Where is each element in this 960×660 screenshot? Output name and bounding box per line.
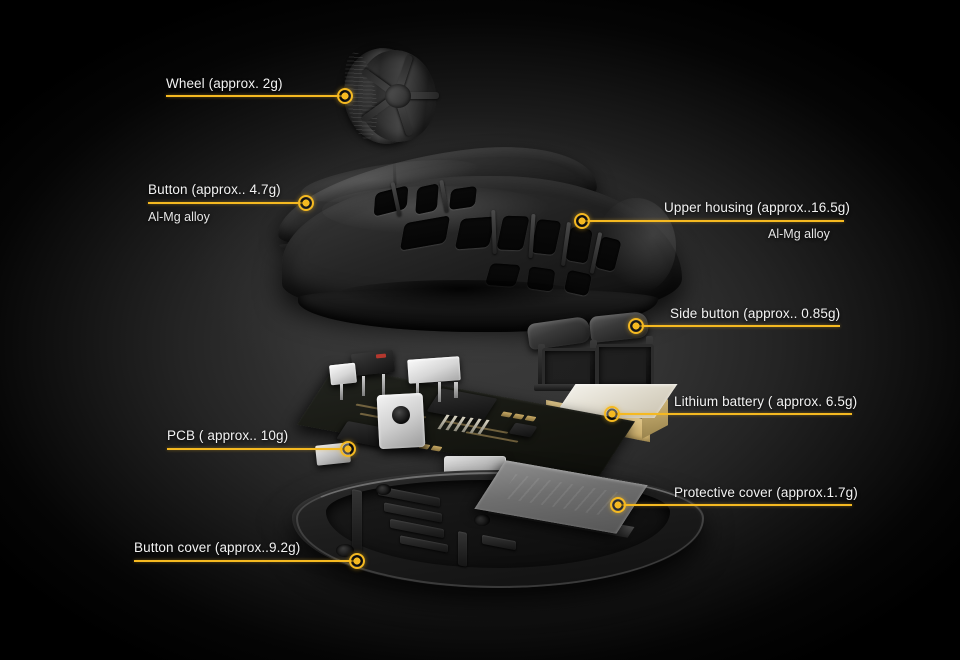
- sensor-lens: [392, 406, 410, 424]
- micro-switch-dark: [350, 349, 396, 377]
- switch-leg: [340, 384, 343, 400]
- callout-label: Wheel (approx. 2g): [166, 76, 283, 91]
- callout-leader-line: [166, 95, 344, 97]
- callout-leader-line: [618, 504, 852, 506]
- shell-rib: [458, 531, 467, 567]
- switch-leg: [416, 382, 419, 400]
- screw-boss: [376, 484, 391, 495]
- callout-label: Upper housing (approx..16.5g): [664, 200, 851, 215]
- part-bottom-shell: [292, 460, 712, 602]
- switch-leg: [362, 376, 365, 396]
- callout-marker-dot[interactable]: [349, 553, 365, 569]
- callout-leader-line: [167, 448, 347, 450]
- callout-marker-dot[interactable]: [610, 497, 626, 513]
- callout-sublabel: Al-Mg alloy: [148, 210, 210, 224]
- callout-sublabel: Al-Mg alloy: [768, 227, 830, 241]
- screw-boss: [336, 544, 354, 557]
- callout-marker-dot[interactable]: [340, 441, 356, 457]
- callout-marker-dot[interactable]: [604, 406, 620, 422]
- callout-leader-line: [582, 220, 844, 222]
- callout-marker-dot[interactable]: [628, 318, 644, 334]
- switch-leg: [382, 374, 385, 396]
- side-button-front: [526, 315, 592, 351]
- wheel-spoke: [395, 92, 439, 99]
- micro-switch-white: [407, 356, 461, 384]
- callout-label: Protective cover (approx.1.7g): [674, 485, 858, 500]
- callout-marker-dot[interactable]: [574, 213, 590, 229]
- callout-label: Button (approx.. 4.7g): [148, 182, 281, 197]
- side-button-post: [538, 344, 545, 390]
- screw-boss: [474, 514, 490, 526]
- wheel-hub: [385, 84, 411, 108]
- shell-rib: [352, 488, 362, 554]
- callout-leader-line: [148, 202, 305, 204]
- switch-leg: [438, 382, 441, 402]
- switch-leg: [454, 382, 458, 398]
- callout-label: PCB ( approx.. 10g): [167, 428, 289, 443]
- part-scroll-wheel: [336, 42, 450, 150]
- part-upper-housing: [282, 176, 690, 336]
- upper-housing-inner-shadow: [336, 280, 586, 310]
- micro-switch-white: [329, 362, 357, 386]
- callout-leader-line: [636, 325, 840, 327]
- callout-label: Lithium battery ( approx. 6.5g): [674, 394, 858, 409]
- callout-marker-dot[interactable]: [298, 195, 314, 211]
- callout-leader-line: [134, 560, 356, 562]
- callout-marker-dot[interactable]: [337, 88, 353, 104]
- callout-leader-line: [612, 413, 852, 415]
- callout-label: Side button (approx.. 0.85g): [670, 306, 841, 321]
- callout-label: Button cover (approx..9.2g): [134, 540, 301, 555]
